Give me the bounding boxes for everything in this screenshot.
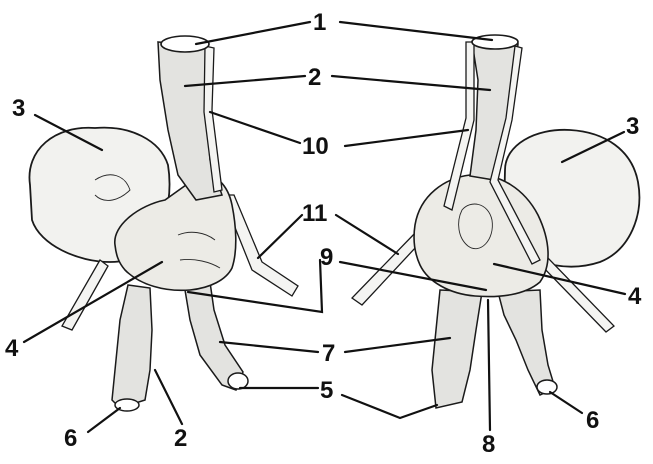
- right-main-bronchus-left: [432, 290, 482, 408]
- label-1: 1: [313, 9, 326, 36]
- right-main-bronchus-right: [498, 290, 555, 395]
- label-3-right: 3: [626, 113, 639, 140]
- right-trachea-opening: [472, 35, 518, 49]
- leader-2-bottom: [155, 370, 182, 424]
- label-2-top: 2: [308, 64, 321, 91]
- label-9: 9: [320, 244, 333, 271]
- leader-5-right: [342, 395, 437, 418]
- leader-6-left: [88, 408, 120, 432]
- leader-1-right: [340, 22, 492, 40]
- label-10: 10: [302, 133, 329, 160]
- leader-6-right: [550, 392, 582, 413]
- right-bronchus-opening: [537, 380, 557, 394]
- label-11: 11: [302, 200, 327, 227]
- left-nerve-lower: [62, 260, 108, 330]
- label-7: 7: [322, 340, 335, 367]
- label-6-left: 6: [64, 425, 77, 452]
- leader-1-left: [196, 22, 310, 44]
- leader-10-right: [345, 130, 468, 146]
- left-bronchus-opening: [228, 373, 248, 389]
- label-4-right: 4: [628, 283, 642, 310]
- label-8: 8: [482, 431, 495, 458]
- label-4-left: 4: [5, 335, 19, 362]
- right-nerve-right: [538, 258, 614, 332]
- right-specimen: [352, 35, 639, 408]
- label-5: 5: [320, 377, 333, 404]
- leader-10-left: [210, 112, 300, 143]
- label-2-bottom: 2: [174, 425, 187, 452]
- left-specimen: [29, 36, 298, 411]
- label-6-right: 6: [586, 407, 599, 434]
- leader-7-left: [220, 342, 318, 352]
- leader-11-left: [258, 215, 302, 258]
- leader-11-right: [336, 215, 398, 254]
- left-main-bronchus-left: [112, 285, 152, 408]
- label-3-left: 3: [12, 95, 25, 122]
- leader-8: [488, 300, 490, 430]
